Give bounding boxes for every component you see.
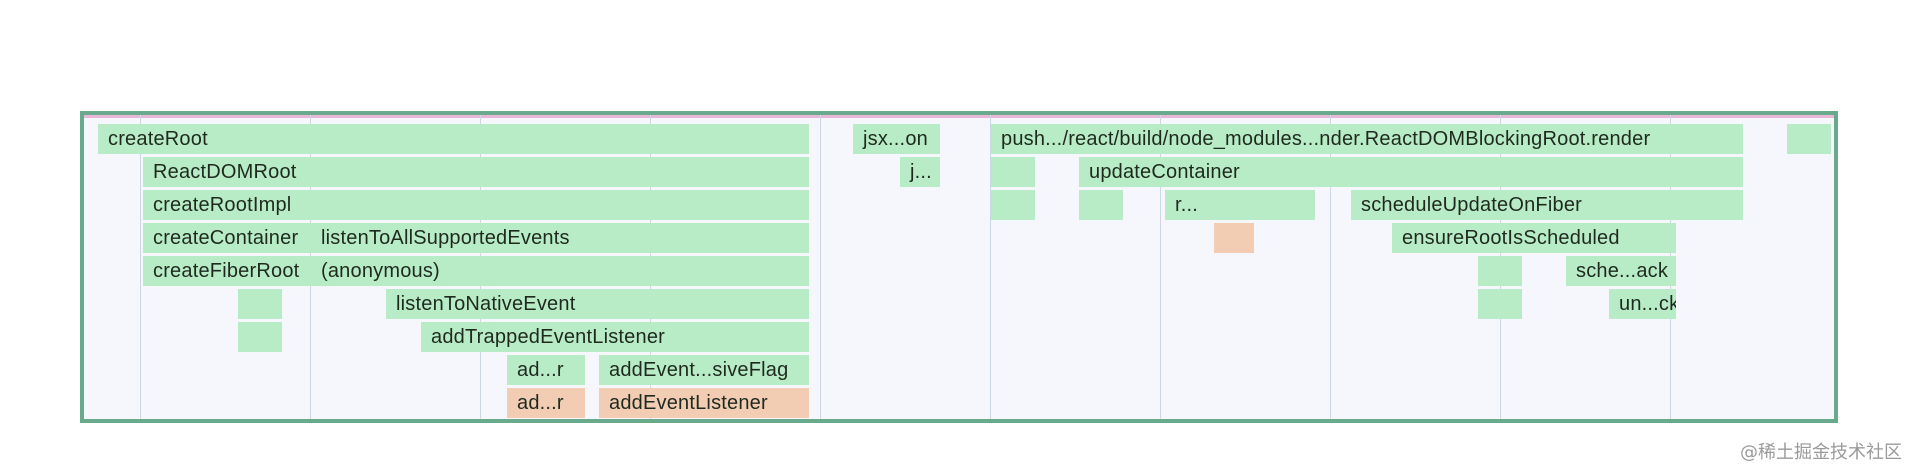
flame-frame-anonymous[interactable]: (anonymous) bbox=[311, 256, 809, 286]
flame-frame-small[interactable] bbox=[1214, 223, 1254, 253]
time-grid-line bbox=[1330, 115, 1331, 419]
flame-frame-jsx-on[interactable]: jsx...on bbox=[853, 124, 940, 154]
flame-frame-listen-to-native-event[interactable]: listenToNativeEvent bbox=[386, 289, 809, 319]
flame-frame-sche-ack[interactable]: sche...ack bbox=[1566, 256, 1676, 286]
flame-frame-create-fiber-root[interactable]: createFiberRoot bbox=[143, 256, 311, 286]
time-grid-line bbox=[140, 115, 141, 419]
flame-frame-ad-r-native[interactable]: ad...r bbox=[507, 388, 585, 418]
flame-frame-small[interactable] bbox=[1478, 289, 1522, 319]
time-grid-line bbox=[990, 115, 991, 419]
flame-frame-small[interactable] bbox=[238, 289, 282, 319]
flame-frame-small[interactable] bbox=[1787, 124, 1831, 154]
flame-chart-panel[interactable]: createRoot jsx...on push.../react/build/… bbox=[80, 111, 1838, 423]
time-grid-line bbox=[820, 115, 821, 419]
time-grid-line bbox=[1160, 115, 1161, 419]
flame-frame-small[interactable] bbox=[238, 322, 282, 352]
flame-frame-add-trapped-event-listener[interactable]: addTrappedEventListener bbox=[421, 322, 809, 352]
flame-frame-j[interactable]: j... bbox=[900, 157, 940, 187]
flame-frame-ensure-root-is-scheduled[interactable]: ensureRootIsScheduled bbox=[1392, 223, 1676, 253]
flame-frame-blocking-root-render[interactable]: push.../react/build/node_modules...nder.… bbox=[991, 124, 1743, 154]
flame-frame-add-event-sive-flag[interactable]: addEvent...siveFlag bbox=[599, 355, 809, 385]
flame-frame-small[interactable] bbox=[991, 190, 1035, 220]
flame-frame-update-container[interactable]: updateContainer bbox=[1079, 157, 1743, 187]
flame-frame-small[interactable] bbox=[1079, 190, 1123, 220]
flame-frame-small[interactable] bbox=[1478, 256, 1522, 286]
flame-frame-add-event-listener[interactable]: addEventListener bbox=[599, 388, 809, 418]
flame-frame-un-ck[interactable]: un...ck bbox=[1609, 289, 1676, 319]
watermark-text: @稀土掘金技术社区 bbox=[1740, 442, 1902, 463]
flame-chart-top-marker bbox=[84, 115, 1834, 118]
flame-frame-listen-to-all-supported-events[interactable]: listenToAllSupportedEvents bbox=[311, 223, 809, 253]
flame-frame-small[interactable] bbox=[1254, 190, 1298, 220]
flame-frame-create-root[interactable]: createRoot bbox=[98, 124, 809, 154]
flame-frame-create-container[interactable]: createContainer bbox=[143, 223, 311, 253]
flame-frame-ad-r[interactable]: ad...r bbox=[507, 355, 585, 385]
flame-frame-create-root-impl[interactable]: createRootImpl bbox=[143, 190, 809, 220]
flame-frame-small[interactable] bbox=[991, 157, 1035, 187]
flame-frame-schedule-update-on-fiber[interactable]: scheduleUpdateOnFiber bbox=[1351, 190, 1743, 220]
flame-frame-react-dom-root[interactable]: ReactDOMRoot bbox=[143, 157, 809, 187]
